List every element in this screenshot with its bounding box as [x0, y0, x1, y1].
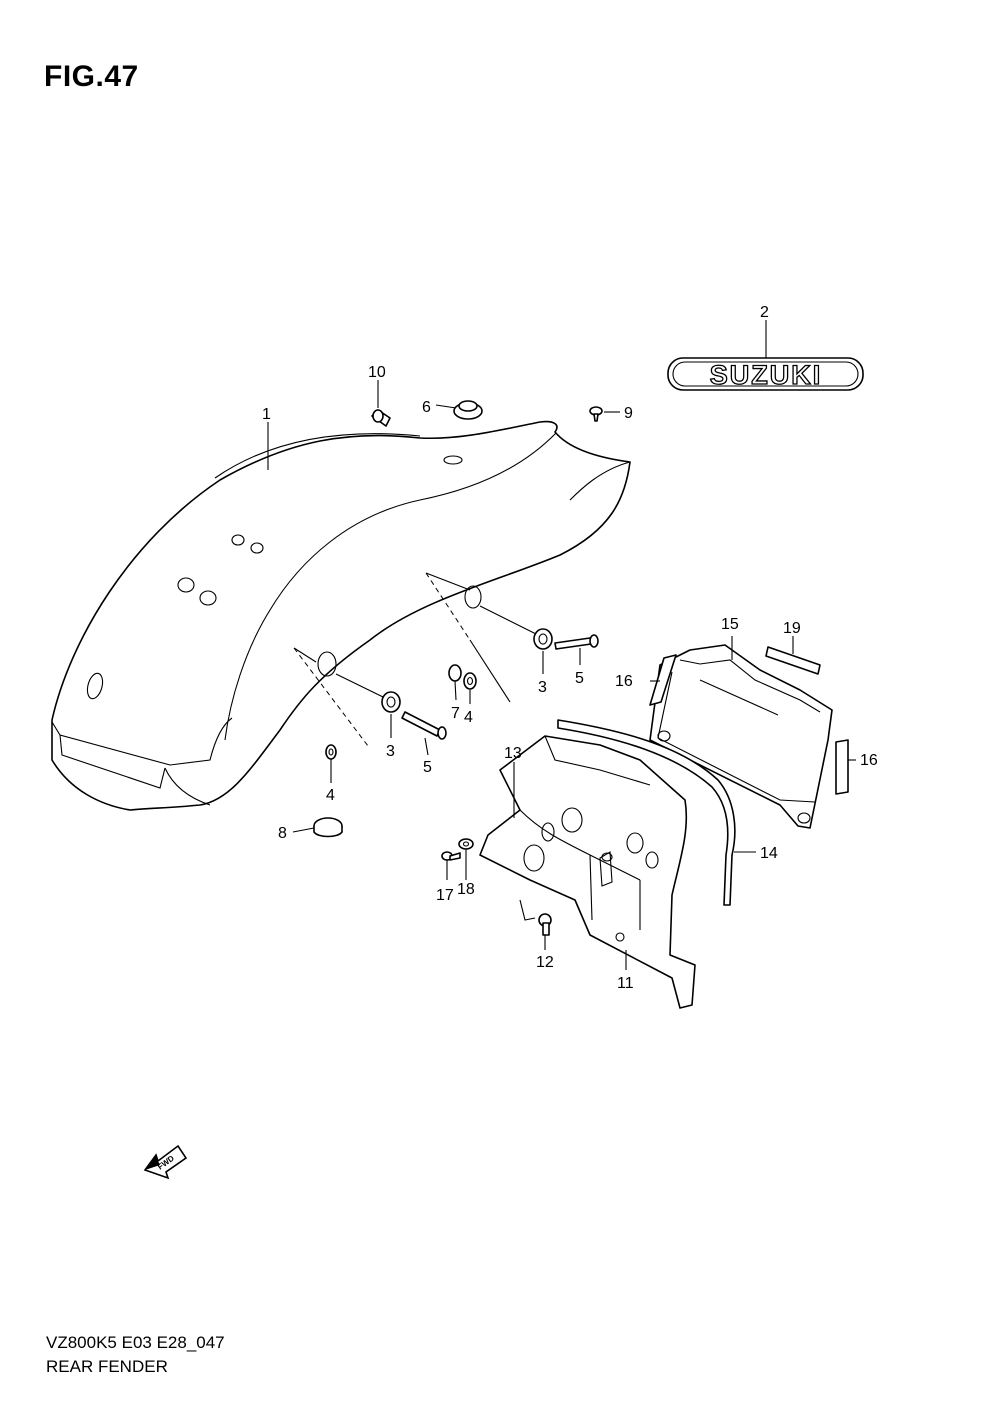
- callout-4a: 4: [464, 709, 473, 726]
- pad-part-lower: [835, 739, 849, 795]
- callout-4b: 4: [326, 787, 335, 804]
- callout-15: 15: [721, 616, 739, 633]
- cover-part: [649, 644, 833, 829]
- callout-labels: 1 2 3 3 4 4 4 5 5 6 7 8 9 10 11 12 13 14…: [262, 304, 878, 992]
- callout-12: 12: [536, 954, 554, 971]
- callout-3b: 3: [386, 743, 395, 760]
- callout-1: 1: [262, 406, 271, 423]
- callout-19: 19: [783, 620, 801, 637]
- fwd-arrow-icon: FWD: [143, 1144, 188, 1180]
- model-code: VZ800K5 E03 E28_047: [46, 1333, 225, 1352]
- callout-18: 18: [457, 881, 475, 898]
- pad-part-upper: [649, 654, 677, 706]
- rail-part: [557, 719, 736, 906]
- callout-17: 17: [436, 887, 454, 904]
- callout-16a: 16: [615, 673, 633, 690]
- license-bracket-part: [479, 735, 696, 1009]
- strip-part: [765, 646, 821, 675]
- callout-11: 11: [617, 975, 634, 992]
- callout-5b: 5: [423, 759, 432, 776]
- fastener-parts: [313, 400, 603, 936]
- figure-title: FIG.47: [44, 60, 139, 93]
- leader-lines: [267, 320, 856, 970]
- rear-fender-part: [51, 420, 631, 811]
- callout-2: 2: [760, 304, 769, 321]
- callout-13: 13: [504, 745, 522, 762]
- callout-3a: 3: [538, 679, 547, 696]
- callout-14: 14: [760, 845, 778, 862]
- callout-10: 10: [368, 364, 386, 381]
- callout-5a: 5: [575, 670, 584, 687]
- callout-9: 9: [624, 405, 633, 422]
- alignment-guides: [293, 572, 511, 747]
- callout-6: 6: [422, 399, 431, 416]
- suzuki-emblem-text: SUZUKI: [710, 360, 823, 390]
- callout-8: 8: [278, 825, 287, 842]
- callout-16b: 16: [860, 752, 878, 769]
- section-name: REAR FENDER: [46, 1357, 168, 1376]
- callout-7: 7: [451, 705, 460, 722]
